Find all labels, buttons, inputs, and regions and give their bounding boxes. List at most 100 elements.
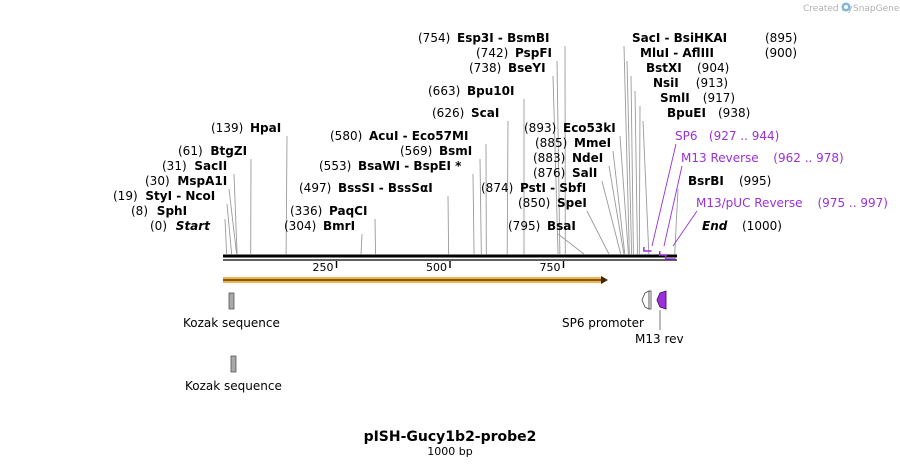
site-position-30: (938)	[718, 106, 750, 120]
site-name-14: Bpu10I	[467, 84, 514, 98]
site-name-6: HpaI	[250, 121, 281, 135]
site-position-23: (885)	[535, 136, 567, 150]
site-position-25: (895)	[765, 31, 797, 45]
site-labels: (0)Start(8)SphI(19)StyI - NcoI(30)MspA1I…	[113, 31, 888, 233]
site-name-21: SalI	[572, 166, 597, 180]
site-name-0: Start	[176, 219, 211, 233]
site-position-16: (742)	[476, 46, 508, 60]
primer-bracket-2	[664, 255, 676, 260]
site-position-15: (738)	[469, 61, 501, 75]
site-position-19: (850)	[518, 196, 550, 210]
primer-marks	[643, 247, 676, 260]
site-position-0: (0)	[150, 219, 167, 233]
site-position-2: (19)	[113, 189, 138, 203]
site-position-11: (569)	[400, 144, 432, 158]
sp6-promoter-arrow	[641, 290, 650, 310]
site-name-15: BseYI	[508, 61, 546, 75]
primer-name-1: M13 Reverse	[681, 151, 759, 165]
site-leader-18	[557, 233, 585, 255]
site-leader-11	[479, 158, 482, 255]
site-leader-19	[586, 210, 610, 255]
sp6-promoter-label: SP6 promoter	[562, 316, 644, 330]
m13-rev-arrow	[656, 290, 667, 310]
site-name-22: NdeI	[572, 151, 603, 165]
site-position-5: (61)	[178, 144, 203, 158]
site-name-27: BstXI	[646, 61, 682, 75]
primer-leader-0	[651, 143, 677, 247]
site-position-18: (795)	[508, 219, 540, 233]
primer-leader-1	[663, 165, 683, 247]
site-name-1: SphI	[157, 204, 187, 218]
kozak-sequence-box-2	[230, 355, 237, 373]
site-name-30: BpuEI	[667, 106, 706, 120]
primer-name-0: SP6	[675, 129, 698, 143]
site-leader-29	[638, 105, 641, 255]
site-leader-22	[608, 165, 625, 255]
site-leader-25	[623, 45, 630, 255]
site-leader-16	[556, 60, 561, 255]
site-position-21: (876)	[533, 166, 565, 180]
kozak-sequence-label-1: Kozak sequence	[183, 316, 280, 330]
site-leader-31	[674, 188, 679, 255]
site-leader-30	[642, 120, 650, 255]
site-position-7: (304)	[284, 219, 316, 233]
site-leader-23	[612, 150, 626, 255]
site-name-10: BsaWI - BspEI *	[358, 159, 462, 173]
site-name-16: PspFI	[515, 46, 552, 60]
site-leader-3	[228, 188, 238, 255]
site-leader-4	[233, 173, 238, 255]
site-name-18: BsaI	[547, 219, 576, 233]
site-name-29: SmlI	[660, 91, 690, 105]
site-leader-21	[601, 180, 622, 255]
site-leader-2	[226, 203, 233, 255]
site-name-11: BsmI	[439, 144, 472, 158]
site-name-17: Esp3I - BsmBI	[457, 31, 549, 45]
map-length: 1000 bp	[427, 445, 472, 458]
site-leader-9	[447, 195, 450, 255]
ruler-tick-label-2: 750	[540, 261, 561, 274]
site-position-8: (336)	[290, 204, 322, 218]
site-name-12: AcuI - Eco57MI	[369, 129, 468, 143]
site-leader-8	[374, 218, 376, 255]
site-leader-27	[630, 75, 634, 255]
site-name-8: PaqCI	[329, 204, 367, 218]
site-position-24: (893)	[524, 121, 556, 135]
site-position-28: (913)	[696, 76, 728, 90]
orf-arrow	[223, 276, 608, 284]
site-position-14: (663)	[428, 84, 460, 98]
site-leader-26	[626, 60, 633, 255]
primer-bracket-0	[643, 247, 652, 252]
site-name-7: BmrI	[323, 219, 355, 233]
site-name-3: MspA1I	[177, 174, 227, 188]
ruler-tick-label-1: 500	[426, 261, 447, 274]
site-position-3: (30)	[145, 174, 170, 188]
site-name-23: MmeI	[574, 136, 611, 150]
sp6-promoter-box	[648, 290, 652, 310]
ruler-ticks: 250 500 750	[313, 261, 565, 274]
brand-text: SnapGene	[853, 4, 900, 14]
site-name-26: MluI - AflIII	[640, 46, 714, 60]
site-leader-1	[224, 218, 228, 255]
ruler-tick-label-0: 250	[313, 261, 334, 274]
primer-bracket-1	[658, 251, 668, 256]
site-position-9: (497)	[299, 181, 331, 195]
site-position-13: (626)	[432, 106, 464, 120]
site-position-10: (553)	[319, 159, 351, 173]
site-leader-28	[634, 90, 638, 255]
site-position-29: (917)	[703, 91, 735, 105]
sequence-bar	[223, 254, 677, 261]
site-position-32: (1000)	[742, 219, 782, 233]
site-name-13: ScaI	[471, 106, 499, 120]
site-leader-24	[619, 135, 629, 255]
site-position-17: (754)	[418, 31, 450, 45]
kozak-sequence-box-1	[228, 292, 235, 310]
credit-text: Created by	[803, 4, 853, 14]
primer-name-2: M13/pUC Reverse	[696, 196, 803, 210]
site-leader-13	[506, 120, 509, 255]
site-position-6: (139)	[211, 121, 243, 135]
site-name-32: End	[702, 219, 728, 233]
site-name-5: BtgZI	[210, 144, 247, 158]
site-position-4: (31)	[162, 159, 187, 173]
site-leader-6	[285, 135, 288, 255]
